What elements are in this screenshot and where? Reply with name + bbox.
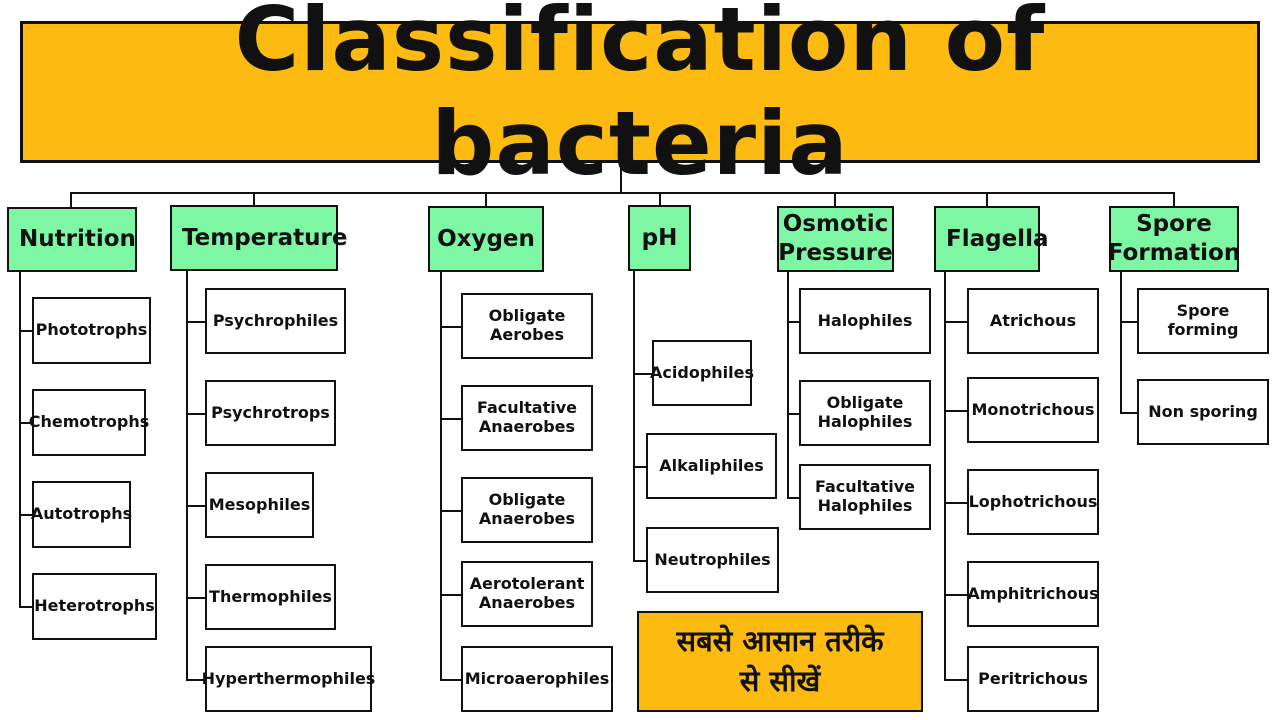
leaf-psychrophiles: Psychrophiles bbox=[205, 288, 346, 354]
branch-line bbox=[186, 679, 206, 681]
branch-line bbox=[633, 373, 653, 375]
leaf-lophotrichous: Lophotrichous bbox=[967, 469, 1099, 535]
leaf-peritrichous: Peritrichous bbox=[967, 646, 1099, 712]
temperature-drop bbox=[253, 192, 255, 208]
branch-line bbox=[944, 321, 968, 323]
branch-line bbox=[19, 330, 33, 332]
leaf-microaerophiles: Microaerophiles bbox=[461, 646, 613, 712]
branch-line bbox=[944, 594, 968, 596]
leaf-non-sporing: Non sporing bbox=[1137, 379, 1269, 445]
horizontal-connector bbox=[70, 192, 1174, 194]
branch-line bbox=[186, 321, 206, 323]
branch-line bbox=[633, 466, 647, 468]
nutrition-spine bbox=[19, 271, 21, 607]
osmotic-drop bbox=[834, 192, 836, 208]
category-oxygen: Oxygen bbox=[428, 206, 544, 272]
leaf-facultative-anaerobes: Facultative Anaerobes bbox=[461, 385, 593, 451]
branch-line bbox=[440, 594, 462, 596]
leaf-amphitrichous: Amphitrichous bbox=[967, 561, 1099, 627]
oxygen-spine bbox=[440, 271, 442, 680]
leaf-monotrichous: Monotrichous bbox=[967, 377, 1099, 443]
leaf-phototrophs: Phototrophs bbox=[32, 297, 151, 364]
category-nutrition: Nutrition bbox=[7, 207, 137, 272]
branch-line bbox=[787, 321, 800, 323]
leaf-obligate-aerobes: Obligate Aerobes bbox=[461, 293, 593, 359]
leaf-acidophiles: Acidophiles bbox=[650, 340, 754, 406]
branch-line bbox=[440, 418, 462, 420]
category-flagella: Flagella bbox=[934, 206, 1048, 272]
category-osmotic-pressure: Osmotic Pressure bbox=[777, 206, 894, 272]
nutrition-drop bbox=[70, 192, 72, 208]
leaf-mesophiles: Mesophiles bbox=[205, 472, 314, 538]
temperature-spine bbox=[186, 271, 188, 680]
leaf-spore-forming: Spore forming bbox=[1137, 288, 1269, 354]
branch-line bbox=[440, 510, 462, 512]
branch-line bbox=[944, 410, 968, 412]
leaf-atrichous: Atrichous bbox=[967, 288, 1099, 354]
branch-line bbox=[440, 326, 462, 328]
branch-line bbox=[944, 679, 968, 681]
branch-line bbox=[186, 597, 206, 599]
branch-line bbox=[633, 560, 647, 562]
diagram-title: Classification of bacteria bbox=[20, 0, 1260, 195]
branch-line bbox=[186, 413, 206, 415]
branch-line bbox=[186, 505, 206, 507]
leaf-chemotrophs: Chemotrophs bbox=[29, 389, 149, 456]
leaf-alkaliphiles: Alkaliphiles bbox=[646, 433, 777, 499]
branch-line bbox=[944, 502, 968, 504]
branch-line bbox=[1120, 412, 1138, 414]
osmotic-spine bbox=[787, 271, 789, 498]
category-spore-formation: Spore Formation bbox=[1108, 206, 1240, 272]
spore-spine bbox=[1120, 271, 1122, 413]
category-temperature: Temperature bbox=[170, 205, 347, 271]
title-connector bbox=[620, 163, 622, 193]
branch-line bbox=[19, 606, 33, 608]
hindi-tagline: सबसे आसान तरीके से सीखें bbox=[637, 611, 923, 712]
category-ph: pH bbox=[628, 205, 691, 271]
leaf-psychrotrops: Psychrotrops bbox=[205, 380, 336, 446]
leaf-hyperthermophiles: Hyperthermophiles bbox=[202, 646, 375, 712]
branch-line bbox=[787, 497, 800, 499]
leaf-autotrophs: Autotrophs bbox=[31, 481, 132, 548]
ph-spine bbox=[633, 271, 635, 561]
flagella-spine bbox=[944, 271, 946, 680]
spore-drop bbox=[1173, 192, 1175, 208]
leaf-halophiles: Halophiles bbox=[799, 288, 931, 354]
branch-line bbox=[19, 422, 33, 424]
leaf-obligate-anaerobes: Obligate Anaerobes bbox=[461, 477, 593, 543]
leaf-aerotolerant-anaerobes: Aerotolerant Anaerobes bbox=[461, 561, 593, 627]
branch-line bbox=[19, 514, 33, 516]
oxygen-drop bbox=[485, 192, 487, 208]
leaf-thermophiles: Thermophiles bbox=[205, 564, 336, 630]
leaf-facultative-halophiles: Facultative Halophiles bbox=[799, 464, 931, 530]
leaf-neutrophiles: Neutrophiles bbox=[646, 527, 779, 593]
branch-line bbox=[440, 679, 462, 681]
flagella-drop bbox=[986, 192, 988, 208]
ph-drop bbox=[659, 192, 661, 208]
branch-line bbox=[1120, 321, 1138, 323]
leaf-obligate-halophiles: Obligate Halophiles bbox=[799, 380, 931, 446]
branch-line bbox=[787, 413, 800, 415]
leaf-heterotrophs: Heterotrophs bbox=[32, 573, 157, 640]
